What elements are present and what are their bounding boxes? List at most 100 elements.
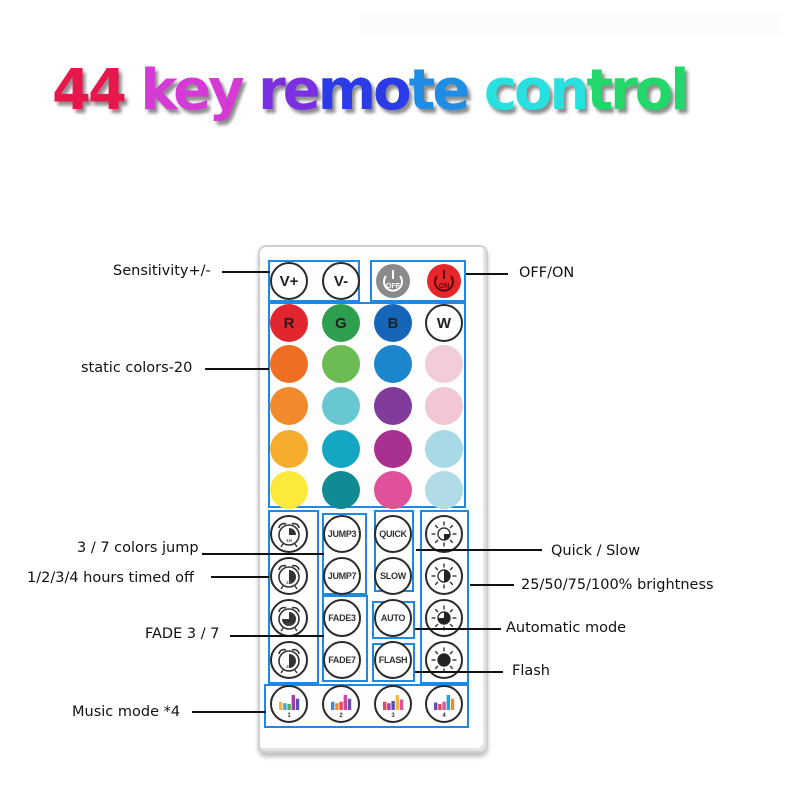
static-color-button[interactable] xyxy=(322,430,360,468)
label-brightness: 25/50/75/100% brightness xyxy=(521,577,714,593)
static-color-button[interactable] xyxy=(425,471,463,509)
alarm-clock-icon: 1H xyxy=(278,522,300,548)
timer-2h-button[interactable]: 2H xyxy=(270,557,308,595)
music-mode-2-button[interactable]: 2 xyxy=(322,685,360,723)
music-mode-4-button[interactable]: 4 xyxy=(425,685,463,723)
timer-3h-button[interactable]: 3H xyxy=(270,599,308,637)
leader-line xyxy=(416,549,542,551)
leader-line xyxy=(466,273,508,275)
faint-banner xyxy=(360,13,780,35)
brightness-75-button[interactable] xyxy=(425,599,463,637)
leader-line xyxy=(211,576,269,578)
jump7-button[interactable]: JUMP7 xyxy=(323,557,361,595)
sun-brightness-icon xyxy=(431,605,457,631)
svg-text:1: 1 xyxy=(287,713,291,719)
leader-line xyxy=(222,271,270,273)
title-part: con xyxy=(467,58,590,123)
static-color-button[interactable] xyxy=(374,430,412,468)
label-quick-slow: Quick / Slow xyxy=(551,543,641,559)
label-static-colors: static colors-20 xyxy=(81,360,193,376)
timer-group-box xyxy=(268,510,319,684)
label-fade: FADE 3 / 7 xyxy=(145,626,220,642)
static-color-button[interactable] xyxy=(374,387,412,425)
label-timed-off: 1/2/3/4 hours timed off xyxy=(27,570,194,586)
static-color-button[interactable] xyxy=(322,387,360,425)
static-color-button[interactable] xyxy=(425,387,463,425)
brightness-100-button[interactable] xyxy=(425,641,463,679)
brightness-group-box xyxy=(420,510,469,684)
power-off-button[interactable]: OFF xyxy=(374,262,412,300)
static-color-button[interactable] xyxy=(374,345,412,383)
timer-label: 2H xyxy=(286,580,292,585)
label-automatic-mode: Automatic mode xyxy=(506,620,627,636)
leader-line xyxy=(192,711,266,713)
leader-line xyxy=(202,553,324,555)
sun-brightness-icon xyxy=(431,647,457,673)
svg-text:3: 3 xyxy=(391,713,395,719)
sun-brightness-icon xyxy=(431,563,457,589)
timer-1h-button[interactable]: 1H xyxy=(270,515,308,553)
label-music-mode: Music mode *4 xyxy=(72,704,181,720)
power-on-button[interactable]: ON xyxy=(425,262,463,300)
sun-brightness-icon xyxy=(431,521,457,547)
power-on-text: ON xyxy=(439,283,450,290)
fade3-button[interactable]: FADE3 xyxy=(323,599,361,637)
power-group-box xyxy=(370,260,466,302)
static-color-button[interactable] xyxy=(374,471,412,509)
fade7-button[interactable]: FADE7 xyxy=(323,641,361,679)
slow-button[interactable]: SLOW xyxy=(374,557,412,595)
title-part: mo xyxy=(317,58,412,123)
blue-button[interactable]: B xyxy=(374,304,412,342)
equalizer-icon: 1 xyxy=(279,695,300,719)
timer-label: 3H xyxy=(286,622,292,627)
static-colors-group-box xyxy=(268,302,466,508)
red-button[interactable]: R xyxy=(270,304,308,342)
leader-line xyxy=(470,584,514,586)
leader-line xyxy=(230,635,324,637)
title-part: 44 xyxy=(52,58,127,123)
green-button[interactable]: G xyxy=(322,304,360,342)
label-colors-jump: 3 / 7 colors jump xyxy=(77,540,199,556)
music-mode-1-button[interactable]: 1 xyxy=(270,685,308,723)
static-color-button[interactable] xyxy=(425,430,463,468)
timer-4h-button[interactable]: 4H xyxy=(270,641,308,679)
leader-line xyxy=(415,671,503,673)
equalizer-icon: 2 xyxy=(331,695,352,719)
brightness-50-button[interactable] xyxy=(425,557,463,595)
page-title: 44 key remote control xyxy=(52,58,689,148)
static-color-button[interactable] xyxy=(270,387,308,425)
music-group-box xyxy=(264,684,469,728)
static-color-button[interactable] xyxy=(270,345,308,383)
static-color-button[interactable] xyxy=(322,345,360,383)
equalizer-icon: 3 xyxy=(383,695,404,719)
leader-line xyxy=(415,628,501,630)
sensitivity-up-button[interactable]: V+ xyxy=(270,262,308,300)
title-part: trol xyxy=(586,58,689,123)
svg-text:4: 4 xyxy=(442,713,446,719)
alarm-clock-icon: 2H xyxy=(278,564,300,590)
brightness-25-button[interactable] xyxy=(425,515,463,553)
fade-group-box xyxy=(322,595,368,682)
power-on-icon: ON xyxy=(427,264,461,298)
title-part: re xyxy=(241,58,321,123)
jump3-button[interactable]: JUMP3 xyxy=(323,515,361,553)
static-color-button[interactable] xyxy=(270,430,308,468)
alarm-clock-icon: 4H xyxy=(278,648,300,674)
label-sensitivity: Sensitivity+/- xyxy=(113,263,211,279)
svg-text:2: 2 xyxy=(339,713,343,719)
static-color-button[interactable] xyxy=(270,471,308,509)
label-off-on: OFF/ON xyxy=(519,265,575,281)
sensitivity-down-button[interactable]: V- xyxy=(322,262,360,300)
static-color-button[interactable] xyxy=(322,471,360,509)
flash-button[interactable]: FLASH xyxy=(374,641,412,679)
static-color-button[interactable] xyxy=(425,345,463,383)
music-mode-3-button[interactable]: 3 xyxy=(374,685,412,723)
power-off-text: OFF xyxy=(386,283,401,290)
title-part: te xyxy=(408,58,471,123)
label-flash: Flash xyxy=(512,663,550,679)
quick-button[interactable]: QUICK xyxy=(374,515,412,553)
leader-line xyxy=(205,368,269,370)
white-button[interactable]: W xyxy=(425,304,463,342)
auto-button[interactable]: AUTO xyxy=(374,599,412,637)
title-part: key xyxy=(123,58,244,123)
